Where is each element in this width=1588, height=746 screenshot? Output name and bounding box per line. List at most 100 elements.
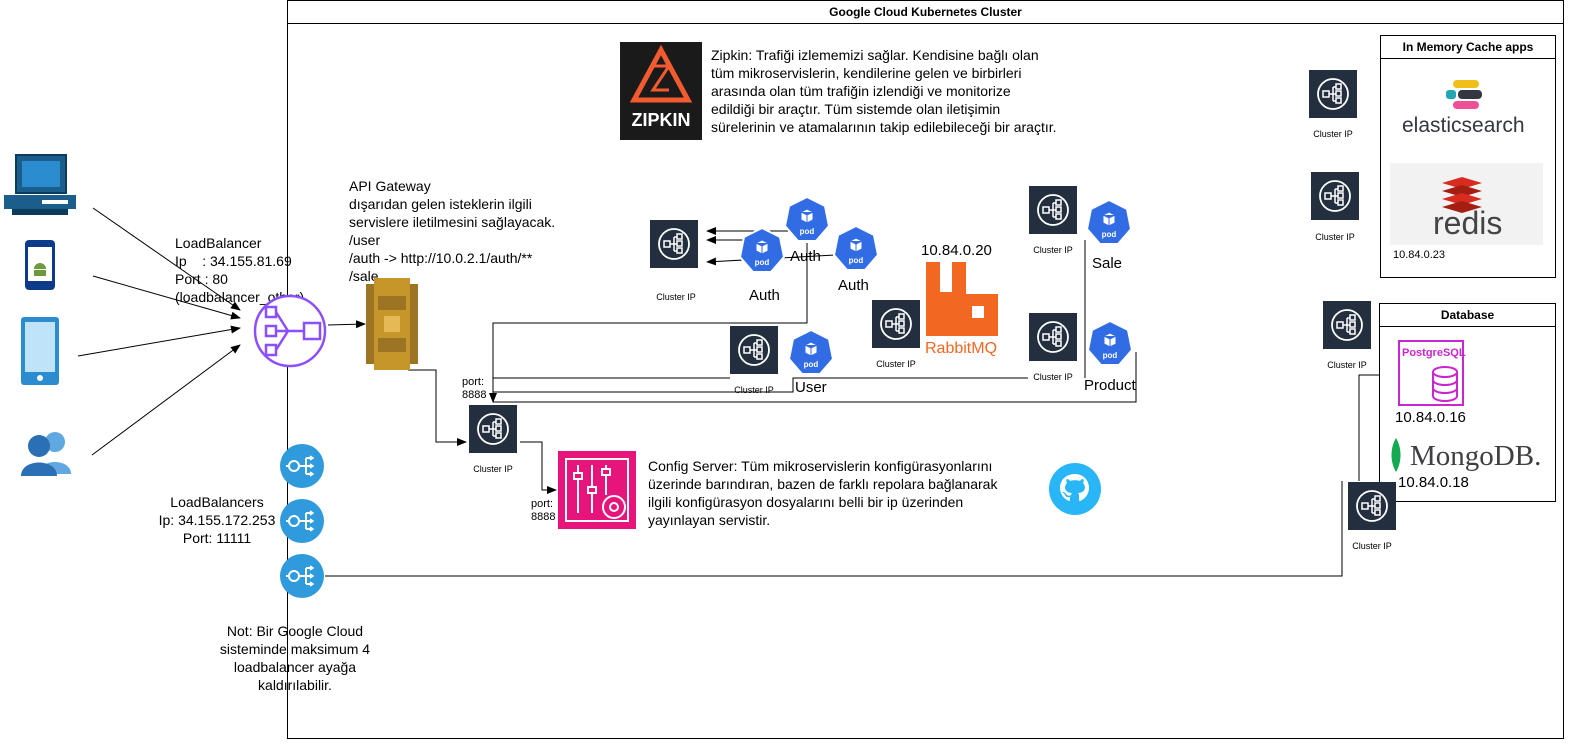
cluster-ip-label-auth: Cluster IP bbox=[656, 292, 696, 302]
pod-icon-auth-3[interactable]: pod bbox=[832, 224, 880, 276]
rabbitmq-icon bbox=[926, 262, 998, 336]
config-line-4: yayınlayan servistir. bbox=[648, 512, 771, 528]
database-container: Database bbox=[1379, 303, 1556, 502]
zipkin-line-3: arasında olan tüm trafiğin izlendiği ve … bbox=[711, 83, 1011, 99]
service-label-sale: Sale bbox=[1092, 255, 1123, 272]
load-balancer-icon[interactable] bbox=[252, 293, 328, 374]
api-gateway-icon[interactable] bbox=[366, 278, 418, 377]
service-label-auth-2: Auth bbox=[749, 287, 780, 304]
cluster-ip-label-database: Cluster IP bbox=[1352, 541, 1392, 551]
note-line-1: Not: Bir Google Cloud bbox=[226, 623, 364, 639]
pod-icon-auth-1[interactable]: pod bbox=[783, 195, 831, 247]
load-balancer-text: LoadBalancer Ip : 34.155.81.69 Port : 80… bbox=[175, 234, 304, 306]
note-line-2: sisteminde maksimum 4 bbox=[219, 641, 371, 657]
mongodb-ip: 10.84.0.18 bbox=[1398, 474, 1469, 491]
gw-line-6: /sale bbox=[349, 268, 379, 284]
redis-logo: redis bbox=[1390, 163, 1543, 245]
zipkin-description: Zipkin: Trafiği izlememizi sağlar. Kendi… bbox=[711, 46, 1057, 136]
zipkin-logo: ZIPKIN bbox=[620, 42, 702, 140]
pod-icon-product[interactable]: pod bbox=[1086, 319, 1134, 371]
tablet-icon bbox=[20, 316, 60, 391]
lbs-line-2: Ip: 34.155.172.253 bbox=[158, 512, 276, 528]
zipkin-logo-text: ZIPKIN bbox=[631, 110, 691, 130]
load-balancer-icon-1[interactable] bbox=[280, 444, 324, 488]
config-line-3: ilgili konfigürasyon dosyalarını belli b… bbox=[648, 494, 964, 510]
lbs-line-1: LoadBalancers bbox=[170, 494, 264, 510]
database-icon bbox=[1432, 366, 1458, 402]
pod-label: pod bbox=[1102, 230, 1117, 239]
pod-icon-sale[interactable]: pod bbox=[1085, 198, 1133, 250]
mongodb-label: MongoDB. bbox=[1410, 440, 1542, 472]
cluster-ip-label-elasticsearch: Cluster IP bbox=[1313, 129, 1353, 139]
users-icon bbox=[21, 428, 71, 481]
cluster-ip-icon-redis[interactable] bbox=[1311, 172, 1359, 220]
elasticsearch-label: elasticsearch bbox=[1402, 114, 1525, 137]
cluster-ip-icon-postgresql[interactable] bbox=[1323, 301, 1371, 349]
gw-line-4: /user bbox=[349, 232, 381, 248]
service-label-user: User bbox=[795, 379, 827, 396]
lb-line-1: LoadBalancer bbox=[175, 235, 262, 251]
note-line-4: kaldırılabilir. bbox=[258, 677, 332, 693]
cluster-ip-label-sale: Cluster IP bbox=[1033, 245, 1073, 255]
config-server-icon[interactable] bbox=[558, 451, 636, 529]
github-icon[interactable] bbox=[1048, 462, 1102, 521]
pod-icon-user[interactable]: pod bbox=[787, 328, 835, 380]
mongodb-leaf-icon bbox=[1391, 438, 1401, 472]
api-gateway-text: API Gateway dışarıdan gelen isteklerin i… bbox=[349, 177, 555, 285]
lbs-line-3: Port: 11111 bbox=[182, 530, 252, 546]
postgresql-label: PostgreSQL bbox=[1402, 347, 1466, 359]
mongodb-logo: MongoDB. bbox=[1388, 436, 1548, 476]
gw-line-1: API Gateway bbox=[349, 178, 431, 194]
zipkin-line-1: Zipkin: Trafiği izlememizi sağlar. Kendi… bbox=[711, 47, 1039, 63]
config-line-2: üzerinde barındıran, bazen de farklı rep… bbox=[648, 476, 998, 492]
cluster-ip-icon-user[interactable] bbox=[730, 326, 778, 374]
cluster-ip-icon-auth[interactable] bbox=[650, 220, 698, 268]
load-balancer-icon-3[interactable] bbox=[280, 554, 324, 598]
cluster-ip-icon-rabbitmq[interactable] bbox=[872, 300, 920, 348]
gw-line-3: servislere iletilmesini sağlayacak. bbox=[349, 214, 556, 230]
elasticsearch-logo: elasticsearch bbox=[1400, 78, 1535, 138]
pod-label: pod bbox=[804, 360, 819, 369]
cluster-ip-icon-elasticsearch[interactable] bbox=[1309, 70, 1357, 118]
cluster-ip-label-user: Cluster IP bbox=[734, 385, 774, 395]
pod-label: pod bbox=[849, 256, 864, 265]
cache-title: In Memory Cache apps bbox=[1381, 36, 1555, 59]
cluster-ip-icon-gateway[interactable] bbox=[469, 405, 517, 453]
cluster-ip-icon-product[interactable] bbox=[1029, 313, 1077, 361]
service-label-auth-1: Auth bbox=[790, 248, 821, 265]
config-port-label: port: 8888 bbox=[531, 498, 555, 524]
load-balancer-icon-2[interactable] bbox=[280, 499, 324, 543]
cluster-ip-label-gateway: Cluster IP bbox=[473, 464, 513, 474]
desktop-computer-icon bbox=[2, 153, 78, 224]
pod-icon-auth-2[interactable]: pod bbox=[738, 226, 786, 278]
database-title: Database bbox=[1380, 304, 1555, 327]
redis-icon bbox=[1442, 177, 1482, 213]
cluster-ip-label-rabbitmq: Cluster IP bbox=[876, 359, 916, 369]
postgresql-ip: 10.84.0.16 bbox=[1395, 409, 1466, 426]
cluster-ip-label-product: Cluster IP bbox=[1033, 372, 1073, 382]
gw-line-2: dışarıdan gelen isteklerin ilgili bbox=[349, 196, 532, 212]
config-port-value: 8888 bbox=[531, 511, 556, 523]
pod-label: pod bbox=[1103, 351, 1118, 360]
service-label-product: Product bbox=[1084, 377, 1136, 394]
pod-label: pod bbox=[755, 258, 770, 267]
cluster-ip-icon-database[interactable] bbox=[1348, 482, 1396, 530]
postgresql-logo: PostgreSQL bbox=[1398, 340, 1466, 406]
cluster-title: Google Cloud Kubernetes Cluster bbox=[288, 1, 1563, 24]
gateway-port-key: port: bbox=[462, 376, 485, 388]
redis-ip: 10.84.0.23 bbox=[1393, 249, 1445, 261]
note-text: Not: Bir Google Cloud sisteminde maksimu… bbox=[200, 622, 390, 694]
lb-line-3: Port : 80 bbox=[175, 271, 228, 287]
cluster-ip-icon-sale[interactable] bbox=[1029, 186, 1077, 234]
zipkin-icon bbox=[629, 44, 693, 103]
lb-line-2: Ip : 34.155.81.69 bbox=[175, 253, 292, 269]
rabbitmq-label: RabbitMQ bbox=[925, 340, 998, 357]
rabbitmq-logo: RabbitMQ bbox=[924, 258, 1002, 362]
cluster-ip-label-postgresql: Cluster IP bbox=[1327, 360, 1367, 370]
zipkin-line-2: tüm mikroservislerin, kendilerine gelen … bbox=[711, 65, 1022, 81]
gw-line-5: /auth -> http://10.0.2.1/auth/** bbox=[349, 250, 533, 266]
config-line-1: Config Server: Tüm mikroservislerin konf… bbox=[648, 458, 993, 474]
rabbitmq-ip: 10.84.0.20 bbox=[921, 242, 992, 259]
load-balancers-text: LoadBalancers Ip: 34.155.172.253 Port: 1… bbox=[142, 493, 292, 547]
android-phone-icon bbox=[24, 239, 56, 296]
